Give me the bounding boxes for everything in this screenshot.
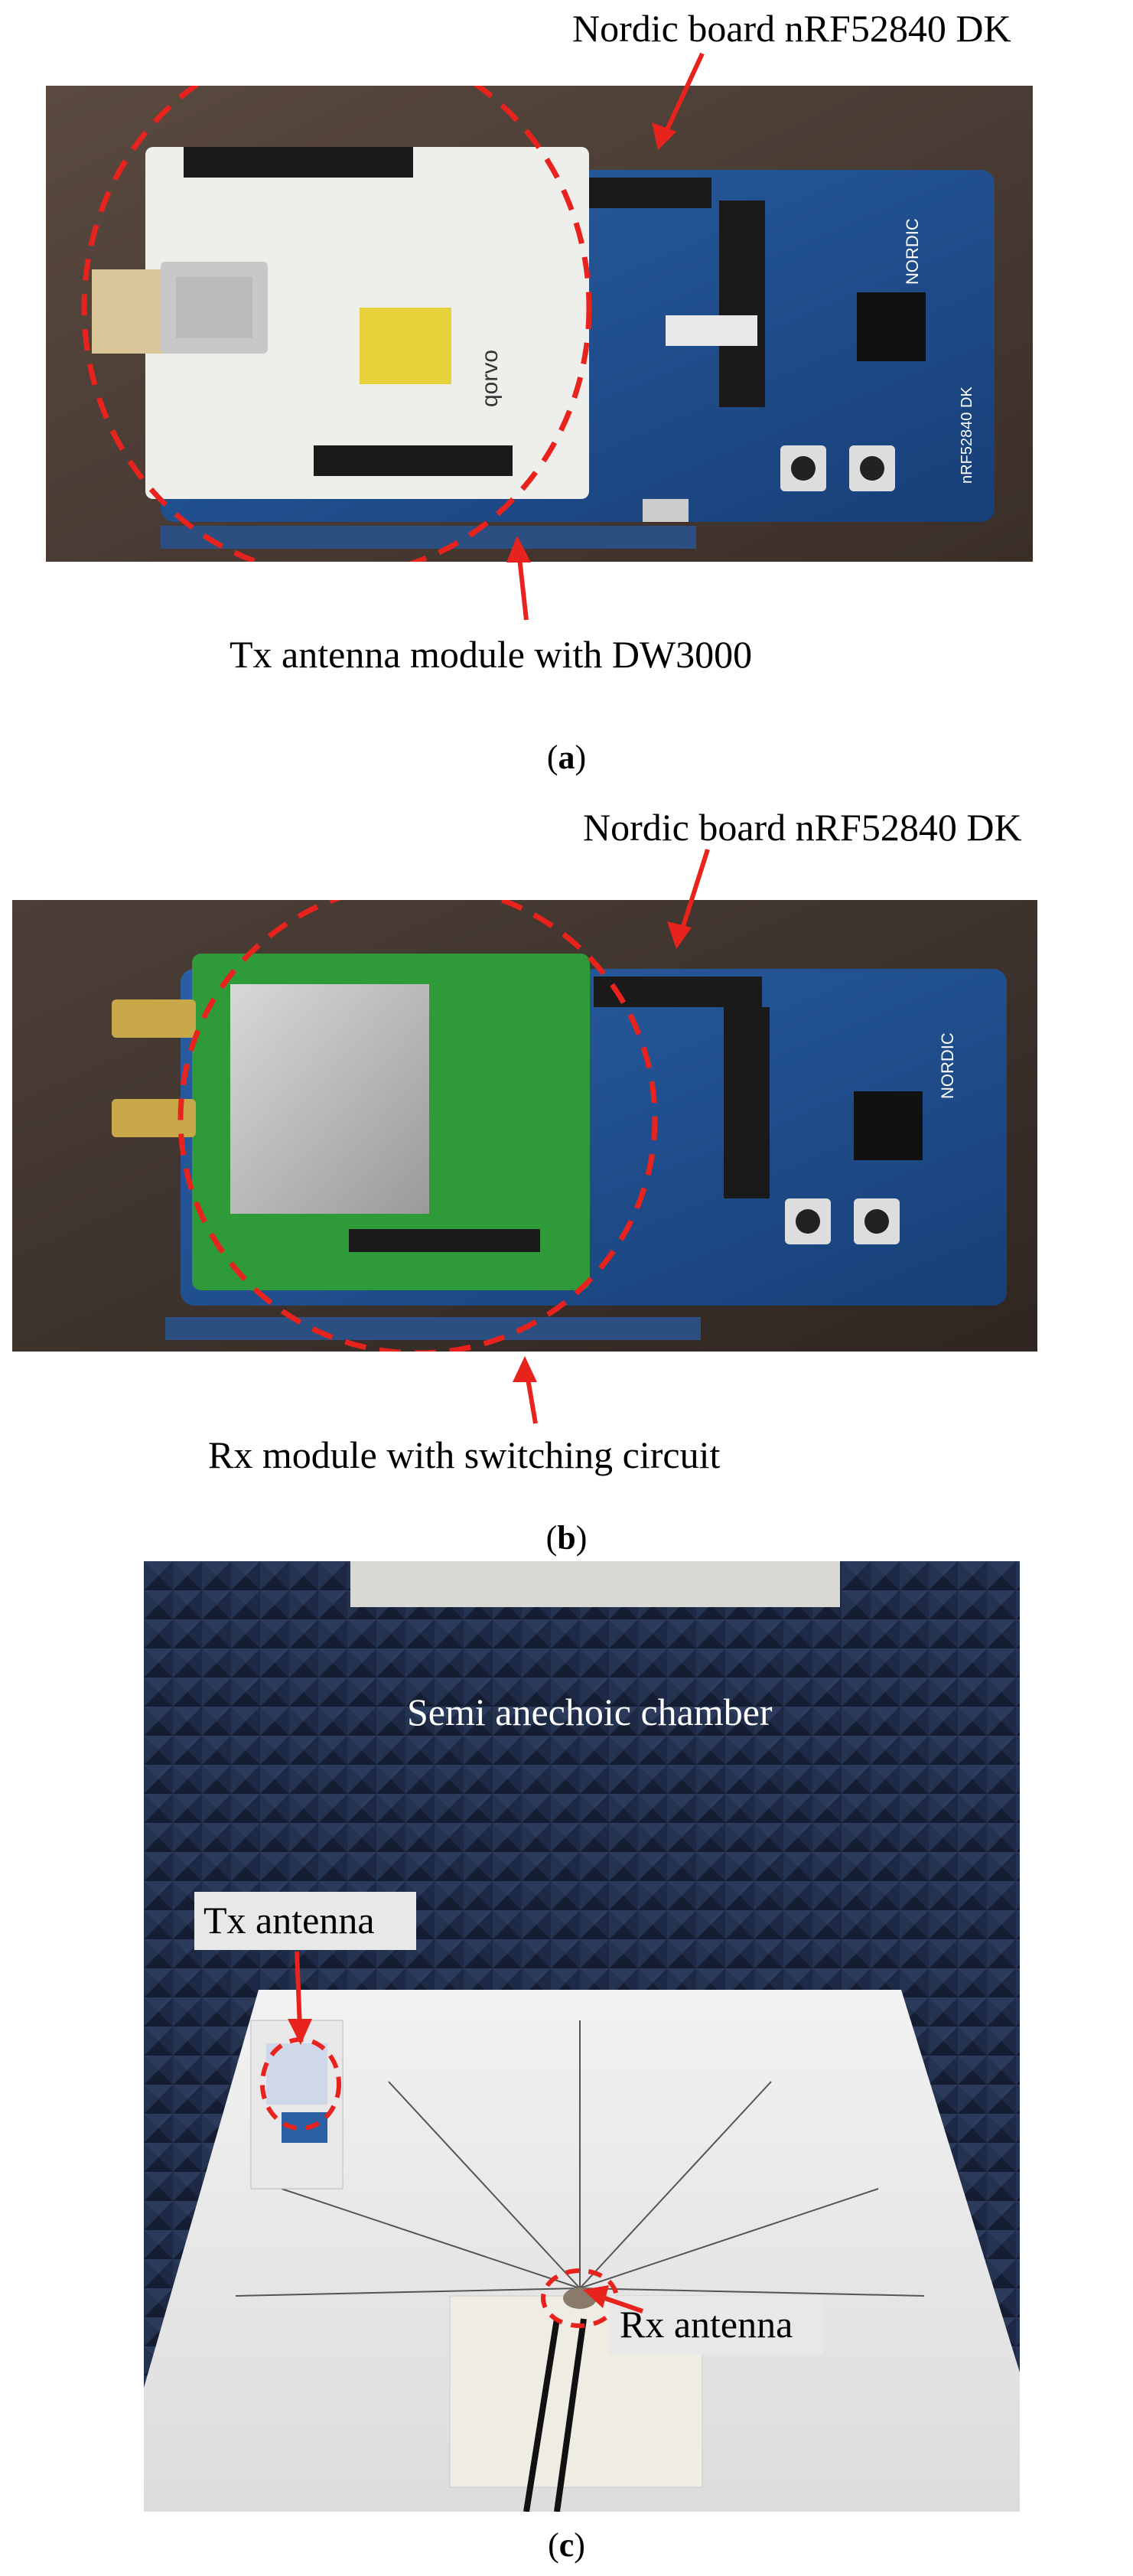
panel-c-photo: [144, 1561, 1020, 2512]
nordic-brand-a: NORDIC: [903, 218, 922, 285]
tx-antenna-label-box: Tx antenna: [194, 1892, 416, 1950]
panel-b-arrows: [513, 849, 710, 1424]
chamber-label: Semi anechoic chamber: [407, 1691, 773, 1733]
panel-b-caption: (b): [545, 1519, 588, 1557]
panel-a-arrows: [506, 52, 705, 621]
panel-b-bottom-label: Rx module with switching circuit: [208, 1433, 721, 1476]
nordic-brand-b: NORDIC: [938, 1032, 957, 1099]
tx-module-highlight-circle: [81, 86, 592, 562]
panel-c-arrows: [288, 1951, 643, 2314]
rx-module-highlight-circle: [177, 900, 658, 1352]
rx-antenna-label-box: Rx antenna: [609, 2296, 823, 2354]
panel-c-caption: (c): [548, 2526, 585, 2564]
qorvo-brand: qorvo: [477, 350, 503, 407]
rx-antenna-label: Rx antenna: [620, 2303, 793, 2346]
foam-table: [144, 1990, 1020, 2512]
panel-a-photo: NORDIC nRF52840 DK qorvo: [46, 86, 1033, 562]
nordic-board-text-a: nRF52840 DK: [959, 386, 975, 484]
panel-a-top-label: Nordic board nRF52840 DK: [572, 7, 1011, 50]
panel-b-photo: NORDIC: [12, 900, 1037, 1352]
tx-antenna-label: Tx antenna: [203, 1899, 375, 1942]
panel-a-bottom-label: Tx antenna module with DW3000: [230, 633, 753, 676]
panel-a-caption: (a): [546, 739, 587, 776]
panel-b-top-label: Nordic board nRF52840 DK: [583, 806, 1022, 849]
tx-antenna: [266, 2043, 327, 2105]
